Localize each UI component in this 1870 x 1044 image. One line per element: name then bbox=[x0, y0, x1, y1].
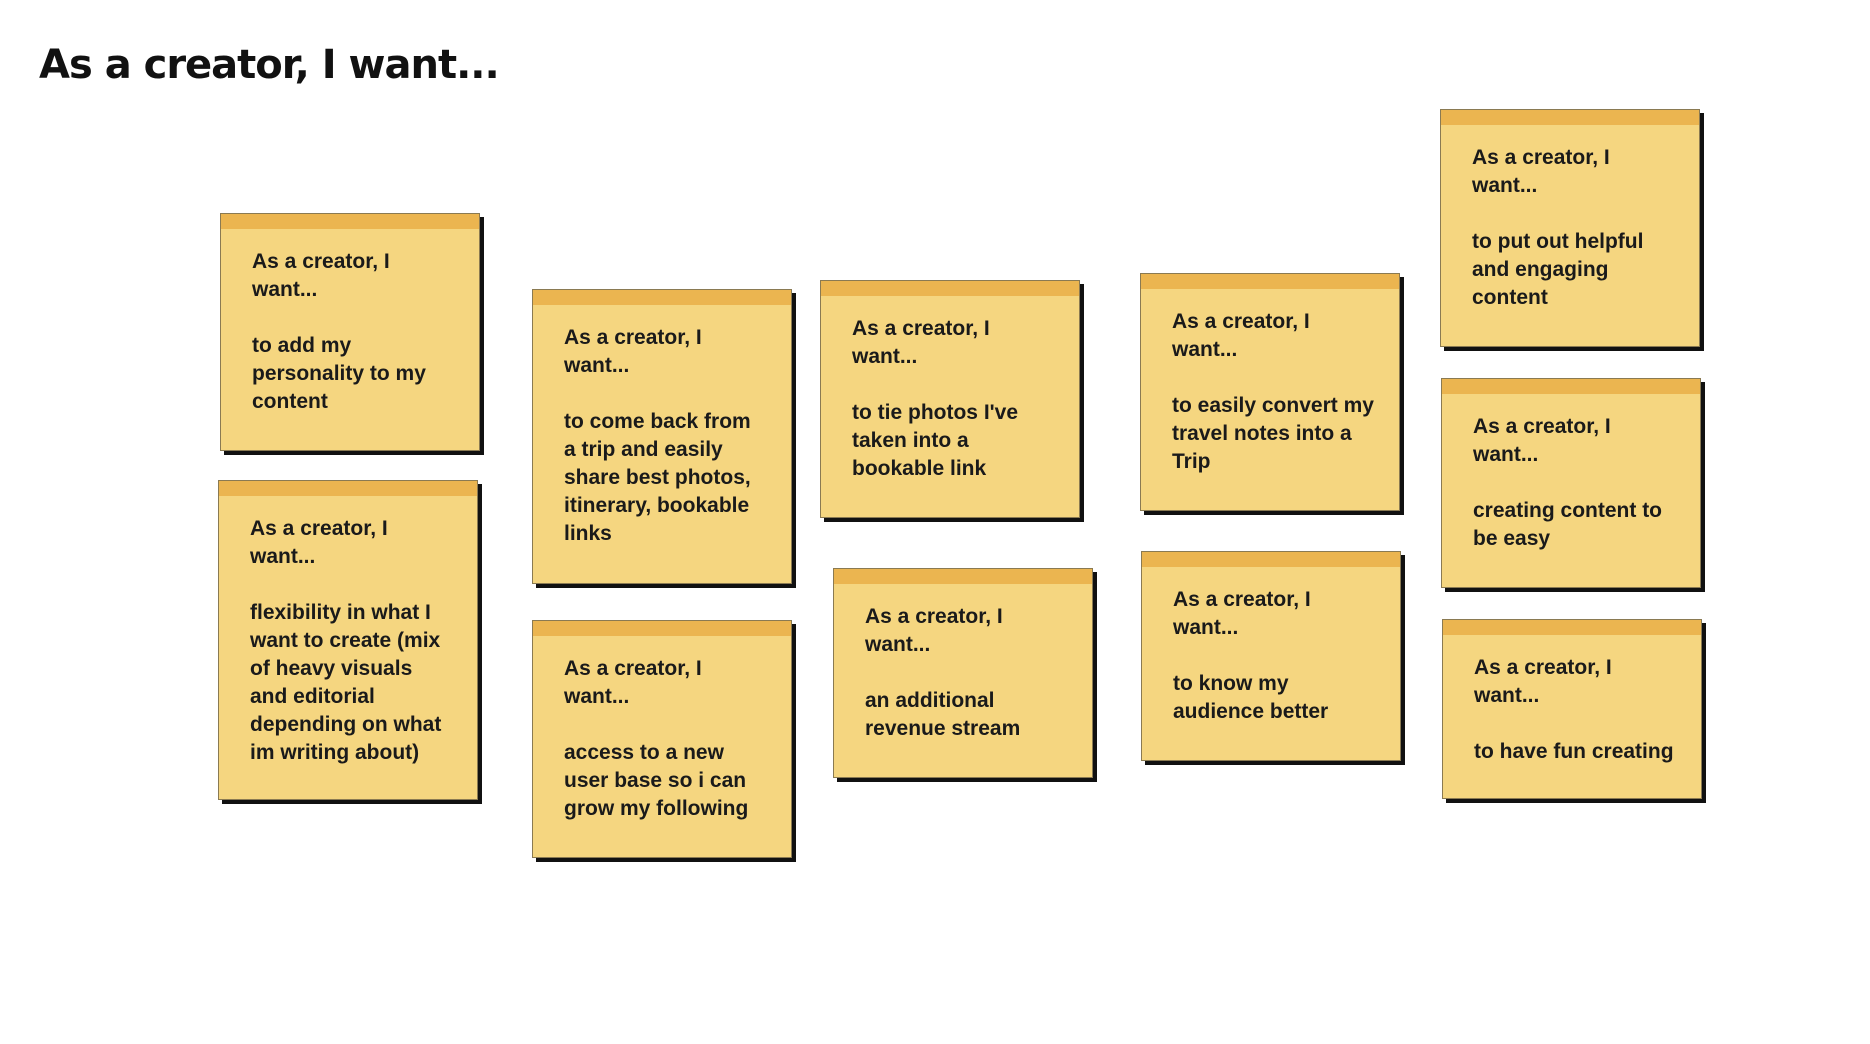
sticky-note-body: creating content to be easy bbox=[1473, 499, 1663, 550]
sticky-note-easy-creating[interactable]: As a creator, I want... creating content… bbox=[1441, 378, 1701, 588]
sticky-note-intro: As a creator, I want... bbox=[1173, 588, 1311, 639]
page-title: As a creator, I want... bbox=[39, 42, 500, 88]
sticky-note-helpful-content[interactable]: As a creator, I want... to put out helpf… bbox=[1440, 109, 1700, 347]
sticky-note-body: an additional revenue stream bbox=[865, 689, 1021, 740]
sticky-note-convert-notes[interactable]: As a creator, I want... to easily conver… bbox=[1140, 273, 1400, 511]
sticky-note-share-trip[interactable]: As a creator, I want... to come back fro… bbox=[532, 289, 792, 584]
sticky-note-text: As a creator, I want... to have fun crea… bbox=[1443, 635, 1701, 766]
sticky-note-tab bbox=[1141, 274, 1399, 289]
sticky-note-tab bbox=[821, 281, 1079, 296]
sticky-note-intro: As a creator, I want... bbox=[250, 517, 388, 568]
sticky-note-tab bbox=[533, 290, 791, 305]
sticky-note-intro: As a creator, I want... bbox=[1473, 415, 1611, 466]
sticky-note-tab bbox=[1442, 379, 1700, 394]
sticky-note-flexibility[interactable]: As a creator, I want... flexibility in w… bbox=[218, 480, 478, 800]
sticky-note-tie-photos[interactable]: As a creator, I want... to tie photos I'… bbox=[820, 280, 1080, 518]
sticky-note-text: As a creator, I want... to add my person… bbox=[221, 229, 479, 416]
sticky-note-text: As a creator, I want... an additional re… bbox=[834, 584, 1092, 743]
sticky-note-intro: As a creator, I want... bbox=[852, 317, 990, 368]
sticky-note-text: As a creator, I want... to know my audie… bbox=[1142, 567, 1400, 726]
sticky-note-body: to come back from a trip and easily shar… bbox=[564, 410, 751, 545]
sticky-note-body: to add my personality to my content bbox=[252, 334, 426, 413]
sticky-note-intro: As a creator, I want... bbox=[1474, 656, 1612, 707]
sticky-note-tab bbox=[834, 569, 1092, 584]
sticky-note-body: to know my audience better bbox=[1173, 672, 1329, 723]
sticky-note-body: access to a new user base so i can grow … bbox=[564, 741, 749, 820]
sticky-note-revenue-stream[interactable]: As a creator, I want... an additional re… bbox=[833, 568, 1093, 778]
sticky-note-text: As a creator, I want... to tie photos I'… bbox=[821, 296, 1079, 483]
sticky-note-intro: As a creator, I want... bbox=[1172, 310, 1310, 361]
sticky-note-text: As a creator, I want... access to a new … bbox=[533, 636, 791, 823]
sticky-note-tab bbox=[1443, 620, 1701, 635]
sticky-note-know-audience[interactable]: As a creator, I want... to know my audie… bbox=[1141, 551, 1401, 761]
sticky-note-body: to tie photos I've taken into a bookable… bbox=[852, 401, 1019, 480]
sticky-note-intro: As a creator, I want... bbox=[865, 605, 1003, 656]
sticky-note-tab bbox=[533, 621, 791, 636]
sticky-note-text: As a creator, I want... to come back fro… bbox=[533, 305, 791, 548]
sticky-note-body: to have fun creating bbox=[1474, 740, 1674, 763]
sticky-note-body: flexibility in what I want to create (mi… bbox=[250, 601, 442, 764]
sticky-note-tab bbox=[1142, 552, 1400, 567]
sticky-note-tab bbox=[1441, 110, 1699, 125]
sticky-note-body: to easily convert my travel notes into a… bbox=[1172, 394, 1374, 473]
sticky-note-tab bbox=[219, 481, 477, 496]
sticky-note-text: As a creator, I want... to put out helpf… bbox=[1441, 125, 1699, 312]
sticky-note-text: As a creator, I want... to easily conver… bbox=[1141, 289, 1399, 476]
sticky-note-intro: As a creator, I want... bbox=[564, 657, 702, 708]
sticky-note-add-personality[interactable]: As a creator, I want... to add my person… bbox=[220, 213, 480, 451]
sticky-note-have-fun[interactable]: As a creator, I want... to have fun crea… bbox=[1442, 619, 1702, 799]
sticky-note-tab bbox=[221, 214, 479, 229]
sticky-note-text: As a creator, I want... creating content… bbox=[1442, 394, 1700, 553]
sticky-note-new-user-base[interactable]: As a creator, I want... access to a new … bbox=[532, 620, 792, 858]
sticky-note-intro: As a creator, I want... bbox=[564, 326, 702, 377]
sticky-note-intro: As a creator, I want... bbox=[1472, 146, 1610, 197]
sticky-note-body: to put out helpful and engaging content bbox=[1472, 230, 1644, 309]
sticky-note-text: As a creator, I want... flexibility in w… bbox=[219, 496, 477, 767]
sticky-note-intro: As a creator, I want... bbox=[252, 250, 390, 301]
